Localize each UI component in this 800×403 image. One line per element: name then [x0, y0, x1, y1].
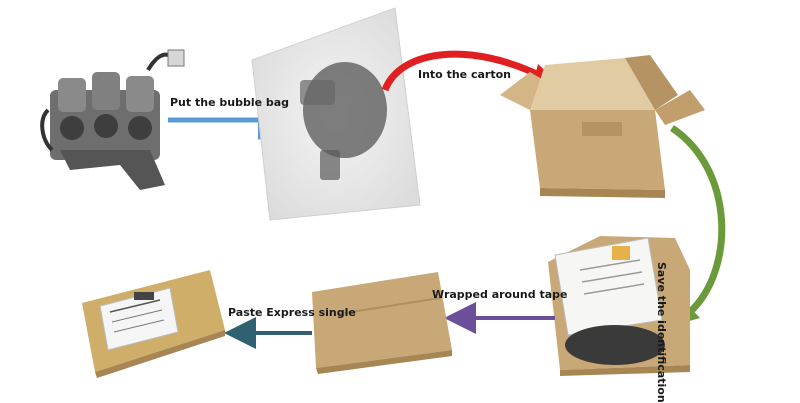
step-label-paste-express: Paste Express single [228, 306, 356, 319]
carton-with-part-and-label-icon [548, 236, 690, 376]
ignition-coil-icon [40, 49, 185, 190]
taped-box-icon [312, 272, 452, 374]
step-label-save-identification: Save the identification [655, 262, 668, 403]
bubble-wrapped-part-icon [251, 7, 421, 221]
open-carton-icon [500, 55, 705, 198]
step-label-into-carton: Into the carton [418, 68, 511, 81]
shipping-box-with-label-icon [82, 270, 225, 378]
step-label-wrapped-tape: Wrapped around tape [432, 288, 568, 301]
step-label-bubble-bag: Put the bubble bag [170, 96, 290, 109]
